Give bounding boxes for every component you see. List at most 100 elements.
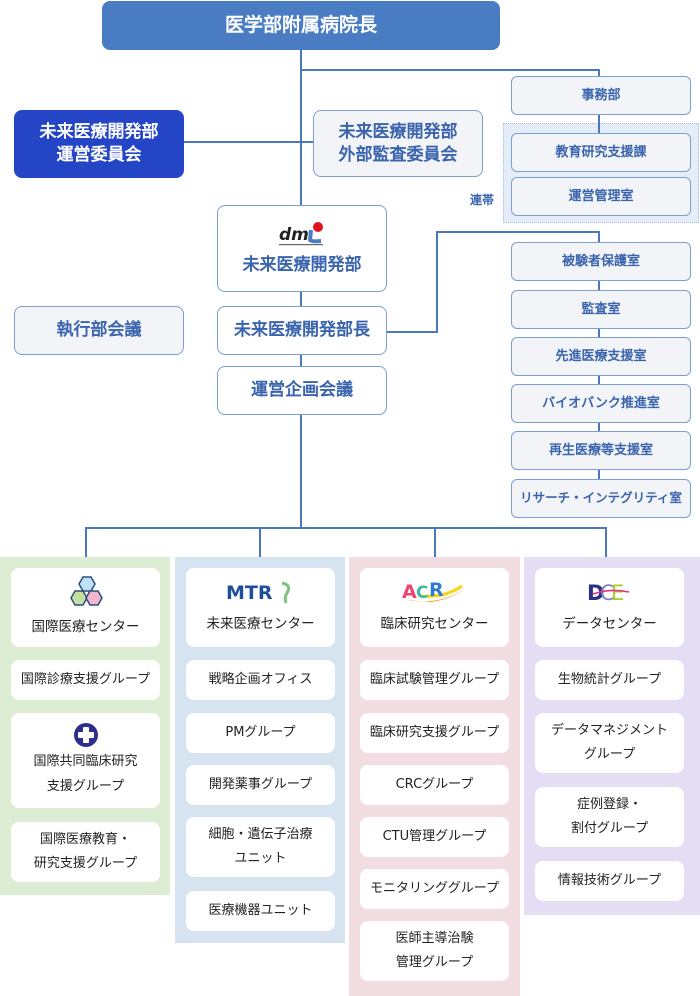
operations-management-box[interactable]: 運営管理室: [511, 177, 691, 216]
group-label: 国際診療支援グループ: [20, 671, 151, 687]
group-card[interactable]: 医師主導治験 管理グループ: [360, 921, 509, 981]
dmi-logo: dm: [279, 222, 323, 246]
dept-name: 未来医療開発部: [242, 255, 362, 276]
connector-line: [300, 50, 302, 206]
center-name: データセンター: [562, 616, 657, 633]
office-label: リサーチ・インテグリティ室: [520, 490, 682, 506]
group-card[interactable]: 臨床試験管理グループ: [360, 660, 509, 700]
cross-globe-icon: [73, 723, 98, 748]
hospital-director-label: 医学部附属病院長: [224, 13, 377, 36]
connector-line: [598, 280, 600, 292]
group-label: CRCグループ: [395, 776, 474, 792]
connector-line: [183, 141, 313, 143]
mtr-logo: MTR: [226, 581, 290, 604]
group-card[interactable]: 国際診療支援グループ: [11, 660, 160, 700]
office-box[interactable]: 被験者保護室: [511, 242, 691, 281]
connector-line: [436, 231, 438, 333]
group-label: 生物統計グループ: [557, 671, 662, 687]
group-label: 研究支援グループ: [33, 856, 138, 871]
office-box[interactable]: 再生医療等支援室: [511, 431, 691, 470]
group-label: 開発薬事グループ: [208, 776, 313, 792]
dept-head-label: 未来医療開発部長: [234, 320, 370, 341]
connector-line: [598, 375, 600, 387]
hospital-director-box[interactable]: 医学部附属病院長: [102, 1, 500, 50]
connector-line: [598, 69, 600, 77]
office-box[interactable]: リサーチ・インテグリティ室: [511, 479, 691, 518]
acr-logo: A C R: [402, 579, 466, 603]
operations-management-label: 運営管理室: [568, 188, 634, 204]
svg-text:A: A: [402, 581, 417, 603]
hexagon-logo-icon: [69, 576, 103, 606]
steering-committee-line2: 運営委員会: [56, 145, 142, 165]
dept-box[interactable]: dm 未来医療開発部: [217, 205, 387, 292]
connector-line: [598, 422, 600, 434]
center-name: 未来医療センター: [206, 616, 315, 633]
group-card[interactable]: 情報技術グループ: [535, 861, 684, 901]
connector-line: [300, 414, 302, 528]
svg-text:E: E: [611, 581, 624, 605]
group-card[interactable]: 国際共同臨床研究 支援グループ: [11, 713, 160, 808]
group-label: 国際医療教育・: [39, 831, 131, 847]
svg-text:C: C: [416, 583, 428, 603]
office-box[interactable]: 先進医療支援室: [511, 337, 691, 376]
group-label: 臨床試験管理グループ: [369, 671, 500, 687]
external-audit-committee-box[interactable]: 未来医療開発部 外部監査委員会: [313, 110, 483, 177]
center-card-international[interactable]: 国際医療センター: [11, 568, 160, 647]
executive-meeting-label: 執行部会議: [56, 320, 142, 341]
center-card-clinical-research[interactable]: A C R 臨床研究センター: [360, 568, 509, 647]
connector-line: [85, 527, 607, 529]
group-label: 医療機器ユニット: [208, 902, 313, 918]
office-box[interactable]: バイオバンク推進室: [511, 384, 691, 423]
group-label: 支援グループ: [46, 778, 125, 794]
planning-meeting-box[interactable]: 運営企画会議: [217, 366, 387, 415]
office-label: 被験者保護室: [561, 253, 640, 269]
office-label: 再生医療等支援室: [548, 442, 653, 458]
group-label: モニタリンググループ: [370, 880, 499, 896]
group-card[interactable]: 医療機器ユニット: [186, 891, 335, 931]
group-label: PMグループ: [225, 724, 296, 740]
group-card[interactable]: 生物統計グループ: [535, 660, 684, 700]
admin-office-label: 事務部: [581, 87, 621, 103]
center-card-future-medicine[interactable]: MTR 未来医療センター: [186, 568, 335, 647]
group-card[interactable]: 戦略企画オフィス: [186, 660, 335, 700]
steering-committee-box[interactable]: 未来医療開発部 運営委員会: [14, 110, 184, 178]
group-card[interactable]: CRCグループ: [360, 765, 509, 805]
group-label: データマネジメント: [550, 722, 668, 738]
group-label: 管理グループ: [395, 955, 474, 970]
executive-meeting-box[interactable]: 執行部会議: [14, 306, 184, 355]
dept-head-box[interactable]: 未来医療開発部長: [217, 306, 387, 355]
center-card-data[interactable]: D C E データセンター: [535, 568, 684, 647]
group-card[interactable]: 開発薬事グループ: [186, 765, 335, 805]
group-card[interactable]: 臨床研究支援グループ: [360, 713, 509, 753]
connector-line: [259, 527, 261, 558]
office-box[interactable]: 監査室: [511, 290, 691, 329]
dce-logo: D C E: [587, 581, 629, 605]
admin-office-box[interactable]: 事務部: [511, 76, 691, 115]
group-label: 臨床研究支援グループ: [369, 724, 500, 740]
group-card[interactable]: 国際医療教育・ 研究支援グループ: [11, 822, 160, 882]
office-label: 先進医療支援室: [555, 348, 647, 364]
group-label: 戦略企画オフィス: [208, 671, 313, 687]
office-label: 監査室: [581, 301, 621, 317]
group-card[interactable]: 症例登録・ 割付グループ: [535, 787, 684, 847]
connector-line: [386, 331, 438, 333]
group-label: 情報技術グループ: [557, 872, 662, 888]
connector-line: [598, 469, 600, 481]
connector-line: [598, 328, 600, 340]
connector-line: [598, 231, 600, 243]
group-label: 割付グループ: [570, 821, 649, 836]
group-label: 国際共同臨床研究: [33, 754, 138, 770]
education-research-support-box[interactable]: 教育研究支援課: [511, 133, 691, 172]
svg-text:dm: dm: [279, 225, 309, 245]
group-label: 細胞・遺伝子治療: [208, 826, 313, 842]
group-card[interactable]: モニタリンググループ: [360, 869, 509, 909]
group-card[interactable]: PMグループ: [186, 713, 335, 753]
group-card[interactable]: 細胞・遺伝子治療 ユニット: [186, 817, 335, 877]
connector-line: [300, 290, 302, 306]
group-card[interactable]: データマネジメント グループ: [535, 713, 684, 773]
group-label: グループ: [583, 747, 636, 762]
group-card[interactable]: CTU管理グループ: [360, 817, 509, 857]
group-label: 症例登録・: [576, 796, 642, 812]
center-name: 国際医療センター: [31, 619, 140, 636]
group-label: 医師主導治験: [395, 930, 474, 946]
